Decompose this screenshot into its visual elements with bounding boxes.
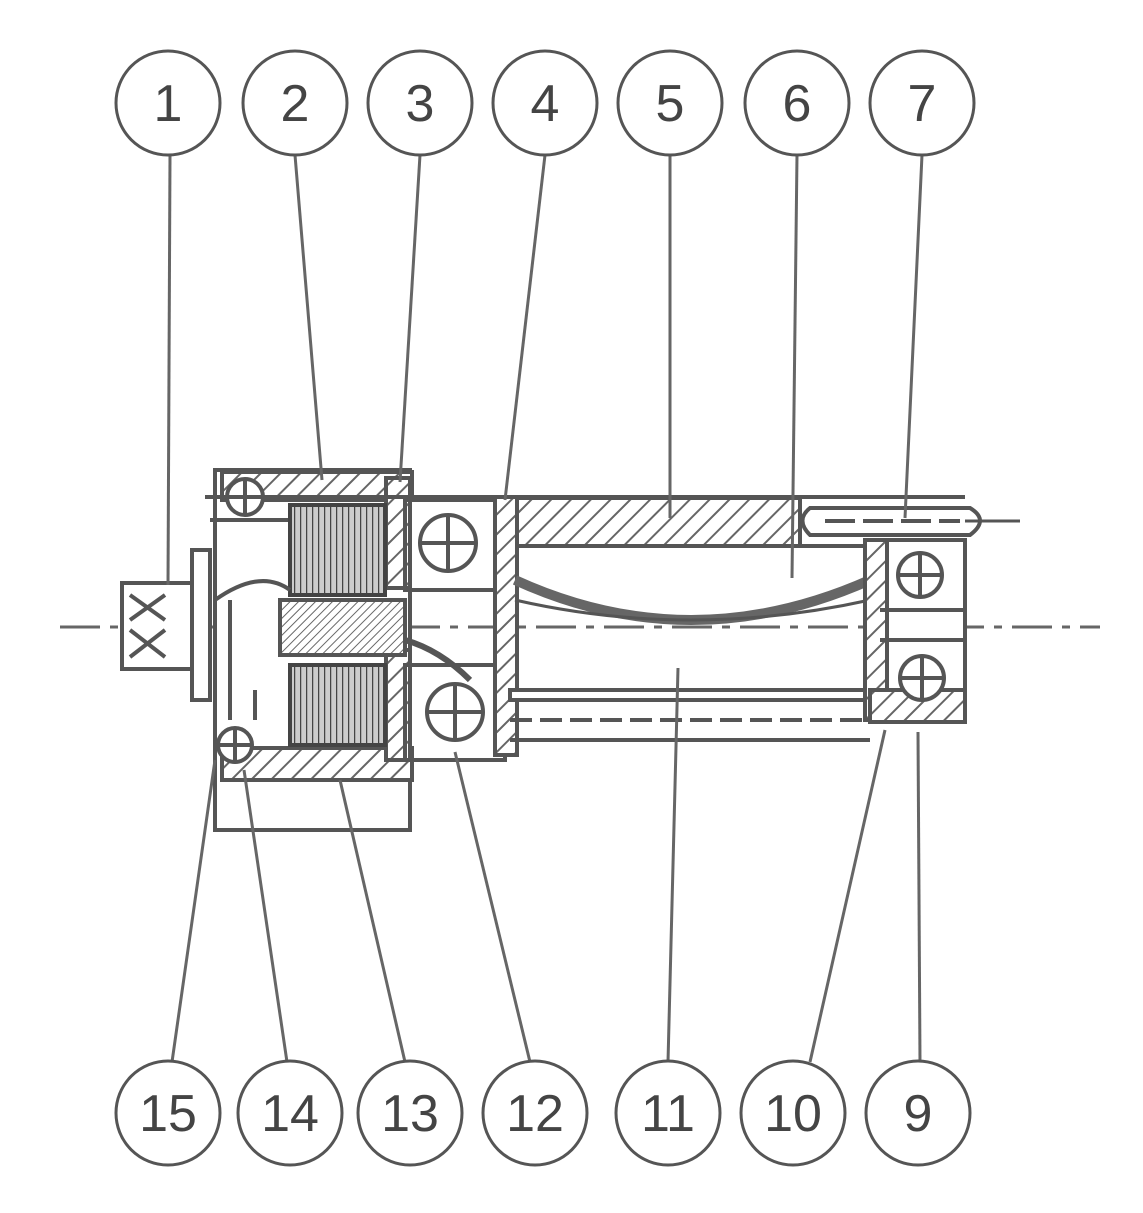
callout-number: 3 — [406, 75, 435, 133]
callout-number: 13 — [381, 1085, 439, 1143]
shaft-coupling — [120, 548, 212, 702]
callout-circle — [114, 49, 222, 157]
callout-number: 12 — [506, 1085, 564, 1143]
leader-2 — [293, 154, 324, 481]
locking-pin — [800, 506, 1020, 537]
callout-circle — [356, 1059, 464, 1167]
callout-13: 13 — [356, 1059, 464, 1167]
callout-number: 6 — [783, 75, 812, 133]
callout-11: 11 — [614, 1059, 722, 1167]
callout-10: 10 — [739, 1059, 847, 1167]
left-bearings — [216, 477, 507, 764]
leader-13 — [338, 779, 407, 1063]
callout-9: 9 — [864, 1059, 972, 1167]
callout-5: 5 — [616, 49, 724, 157]
leader-9 — [916, 731, 922, 1063]
callout-number: 10 — [764, 1085, 822, 1143]
callout-number: 2 — [281, 75, 310, 133]
callout-7: 7 — [868, 49, 976, 157]
callout-circle — [241, 49, 349, 157]
leader-3 — [398, 154, 422, 483]
callout-number: 15 — [139, 1085, 197, 1143]
callout-6: 6 — [743, 49, 851, 157]
leader-15 — [170, 759, 217, 1063]
callout-circle — [743, 49, 851, 157]
callout-number: 1 — [154, 75, 183, 133]
callout-circle — [616, 49, 724, 157]
leader-14 — [242, 769, 289, 1063]
right-end-cap — [863, 538, 967, 724]
leader-12 — [453, 751, 532, 1063]
callout-1: 1 — [114, 49, 222, 157]
callout-circle — [114, 1059, 222, 1167]
callout-circle — [614, 1059, 722, 1167]
inner-sleeve — [512, 575, 873, 625]
leader-4 — [503, 154, 547, 501]
callout-circle — [481, 1059, 589, 1167]
callout-4: 4 — [491, 49, 599, 157]
callout-number: 14 — [261, 1085, 319, 1143]
leader-10 — [808, 729, 887, 1063]
callout-2: 2 — [241, 49, 349, 157]
assembly-drawing — [120, 468, 1020, 832]
leader-11 — [666, 667, 680, 1063]
callout-circle — [236, 1059, 344, 1167]
callouts-top: 1 2 3 4 5 6 7 — [114, 49, 976, 157]
leader-6 — [790, 154, 799, 579]
leader-lines — [166, 154, 924, 1063]
inner-gear — [213, 579, 473, 720]
stator-windings — [278, 503, 407, 747]
leader-7 — [903, 154, 924, 519]
drum-shell — [493, 495, 965, 757]
callout-circle — [864, 1059, 972, 1167]
callout-circle — [868, 49, 976, 157]
callout-circle — [491, 49, 599, 157]
callout-number: 7 — [908, 75, 937, 133]
callouts-bottom: 15 14 13 12 11 10 9 — [114, 1059, 972, 1167]
callout-number: 9 — [904, 1085, 933, 1143]
callout-14: 14 — [236, 1059, 344, 1167]
callout-circle — [366, 49, 474, 157]
callout-15: 15 — [114, 1059, 222, 1167]
callout-3: 3 — [366, 49, 474, 157]
callout-number: 5 — [656, 75, 685, 133]
callout-circle — [739, 1059, 847, 1167]
leader-1 — [166, 154, 172, 586]
callout-number: 4 — [531, 75, 560, 133]
callout-number: 11 — [641, 1085, 695, 1143]
callout-12: 12 — [481, 1059, 589, 1167]
